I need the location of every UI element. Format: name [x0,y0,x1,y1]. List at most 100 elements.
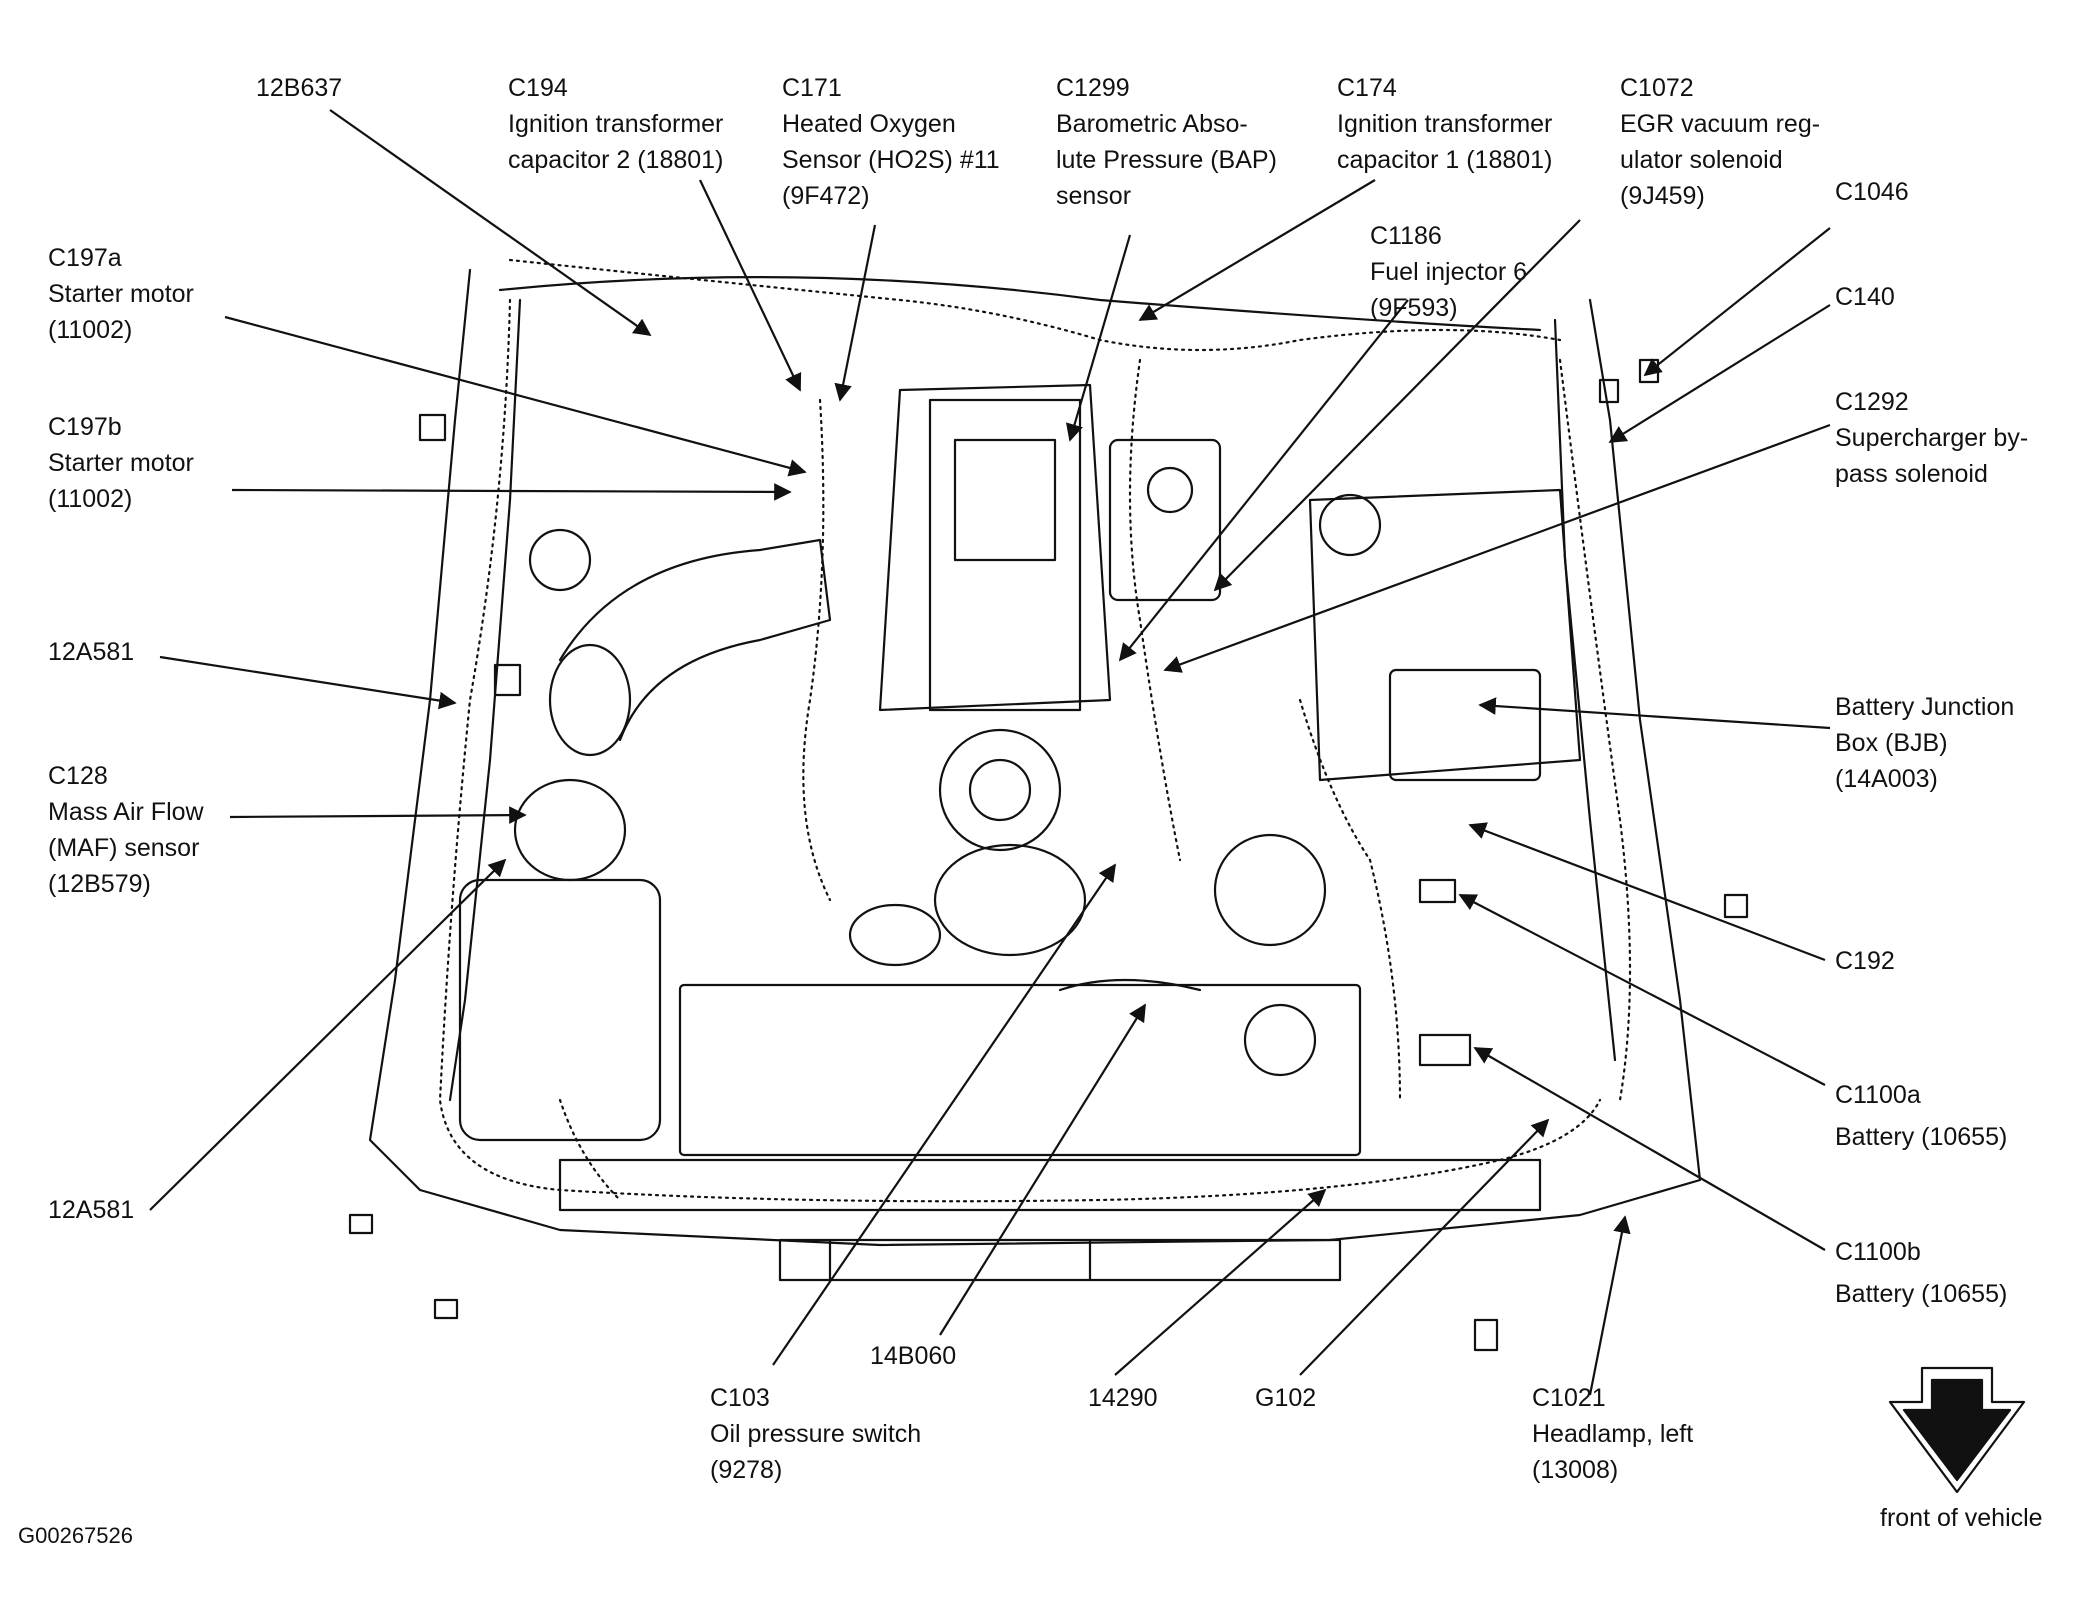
label-c197b-line-1: C197b [48,413,122,441]
leader-c174 [1138,179,1376,321]
intake-plenum [928,398,1082,712]
air-inlet-flange [548,643,632,757]
leader-c1100a [1458,894,1826,1086]
label-c1299-line-1: C1299 [1056,74,1130,102]
leader-c1299 [1066,234,1132,442]
battery-junction-box [1388,668,1542,782]
idler-pulley [848,903,942,967]
crank-pulley [933,843,1087,957]
radiator [678,983,1362,1157]
label-g102: G102 [1255,1380,1316,1416]
front-of-vehicle-arrow [1902,1378,2012,1482]
label-c103-line-3: (9278) [710,1456,783,1484]
leader-c103 [772,863,1116,1366]
label-c1100a-line-1: C1100a [1835,1081,1921,1109]
label-c1292-line-2: Supercharger by- [1835,424,2029,452]
label-c1021-line-2: Headlamp, left [1532,1420,1694,1448]
label-bjb-line-2: Box (BJB) [1835,729,1948,757]
label-c192-line-1: C192 [1835,947,1895,975]
label-c140-line-1: C140 [1835,283,1895,311]
label-c194: C194 Ignition transformer capacitor 2 (1… [508,70,723,178]
label-c174-line-1: C174 [1337,74,1397,102]
wire-harness [438,258,1632,1203]
front-of-vehicle-label: front of vehicle [1880,1504,2043,1532]
label-c192: C192 [1835,943,1895,979]
label-c197a-line-2: Starter motor [48,280,194,308]
label-c194-line-1: C194 [508,74,568,102]
label-c128-line-1: C128 [48,762,108,790]
label-c171: C171 Heated Oxygen Sensor (HO2S) #11 (9F… [782,70,1000,214]
label-12b637: 12B637 [256,70,342,106]
connector-c140 [1598,378,1620,404]
leader-bjb [1478,697,1831,730]
label-c1021: C1021 Headlamp, left (13008) [1532,1380,1693,1488]
lower-hose [1058,978,1202,992]
leader-12a581-top [159,655,457,710]
label-c197b-line-2: Starter motor [48,449,194,477]
connector-right-side [1723,893,1749,919]
front-crossmember [778,1238,1342,1282]
label-c1292: C1292 Supercharger by- pass solenoid [1835,384,2028,492]
connector-front-right [1473,1318,1499,1352]
label-c1072-line-3: ulator solenoid [1620,146,1783,174]
coolant-cap [1146,466,1194,514]
leader-c171 [834,224,877,402]
label-c1046: C1046 [1835,174,1909,210]
brake-master [1108,438,1222,602]
front-relay [1418,1033,1472,1067]
label-14290-line-1: 14290 [1088,1384,1158,1412]
label-c103-line-2: Oil pressure switch [710,1420,922,1448]
label-c194-line-3: capacitor 2 (18801) [508,146,724,174]
leader-c192 [1468,822,1826,962]
upper-intake [878,383,1112,712]
label-c1100a-line-2: Battery (10655) [1835,1123,2008,1151]
label-c1100b: C1100b Battery (10655) [1835,1234,2007,1312]
label-c171-line-3: Sensor (HO2S) #11 [782,146,1000,174]
label-c1186-line-2: Fuel injector 6 [1370,258,1528,286]
leader-14290 [1114,1188,1327,1376]
diagram-id: G00267526 [18,1523,133,1548]
label-c1299: C1299 Barometric Abso- lute Pressure (BA… [1056,70,1277,214]
label-c197b: C197b Starter motor (11002) [48,409,194,517]
leader-c1046 [1643,227,1831,377]
label-c128: C128 Mass Air Flow (MAF) sensor (12B579) [48,758,204,902]
connector-left-1 [418,413,447,442]
strut-tower-right [1318,493,1382,557]
label-c1100a: C1100a Battery (10655) [1835,1077,2007,1155]
label-c1046-line-1: C1046 [1835,178,1909,206]
label-c140: C140 [1835,279,1895,315]
label-c128-line-4: (12B579) [48,870,151,898]
label-c1292-line-1: C1292 [1835,388,1909,416]
label-c171-line-1: C171 [782,74,842,102]
label-c174-line-3: capacitor 1 (18801) [1337,146,1553,174]
label-g102-line-1: G102 [1255,1384,1317,1412]
label-c103: C103 Oil pressure switch (9278) [710,1380,921,1488]
label-14290: 14290 [1088,1380,1158,1416]
label-c1100b-line-2: Battery (10655) [1835,1280,2008,1308]
label-12a581-bottom-line-1: 12A581 [48,1196,135,1224]
reservoir-cap [1243,1003,1317,1077]
label-bjb: Battery Junction Box (BJB) (14A003) [1835,689,2014,797]
alternator [1213,833,1327,947]
inner-fender-right [1553,318,1617,1062]
label-c197b-line-3: (11002) [48,485,133,513]
label-c128-line-3: (MAF) sensor [48,834,200,862]
air-inlet-tube [558,538,832,742]
label-c1299-line-4: sensor [1056,182,1132,210]
label-bjb-line-1: Battery Junction [1835,693,2015,721]
label-c1186-line-3: (9F593) [1370,294,1458,322]
battery-tray [1308,488,1582,782]
leader-c140 [1608,304,1831,443]
leader-c1072 [1213,219,1581,592]
label-12a581-top-line-1: 12A581 [48,638,135,666]
leader-c1100b [1473,1047,1826,1251]
air-box [458,878,662,1142]
connector-left-2 [493,663,522,697]
label-c1186: C1186 Fuel injector 6 (9F593) [1370,218,1527,326]
leader-c1021 [1588,1215,1631,1396]
label-c1100b-line-1: C1100b [1835,1238,1921,1266]
label-c197a-line-3: (11002) [48,316,133,344]
